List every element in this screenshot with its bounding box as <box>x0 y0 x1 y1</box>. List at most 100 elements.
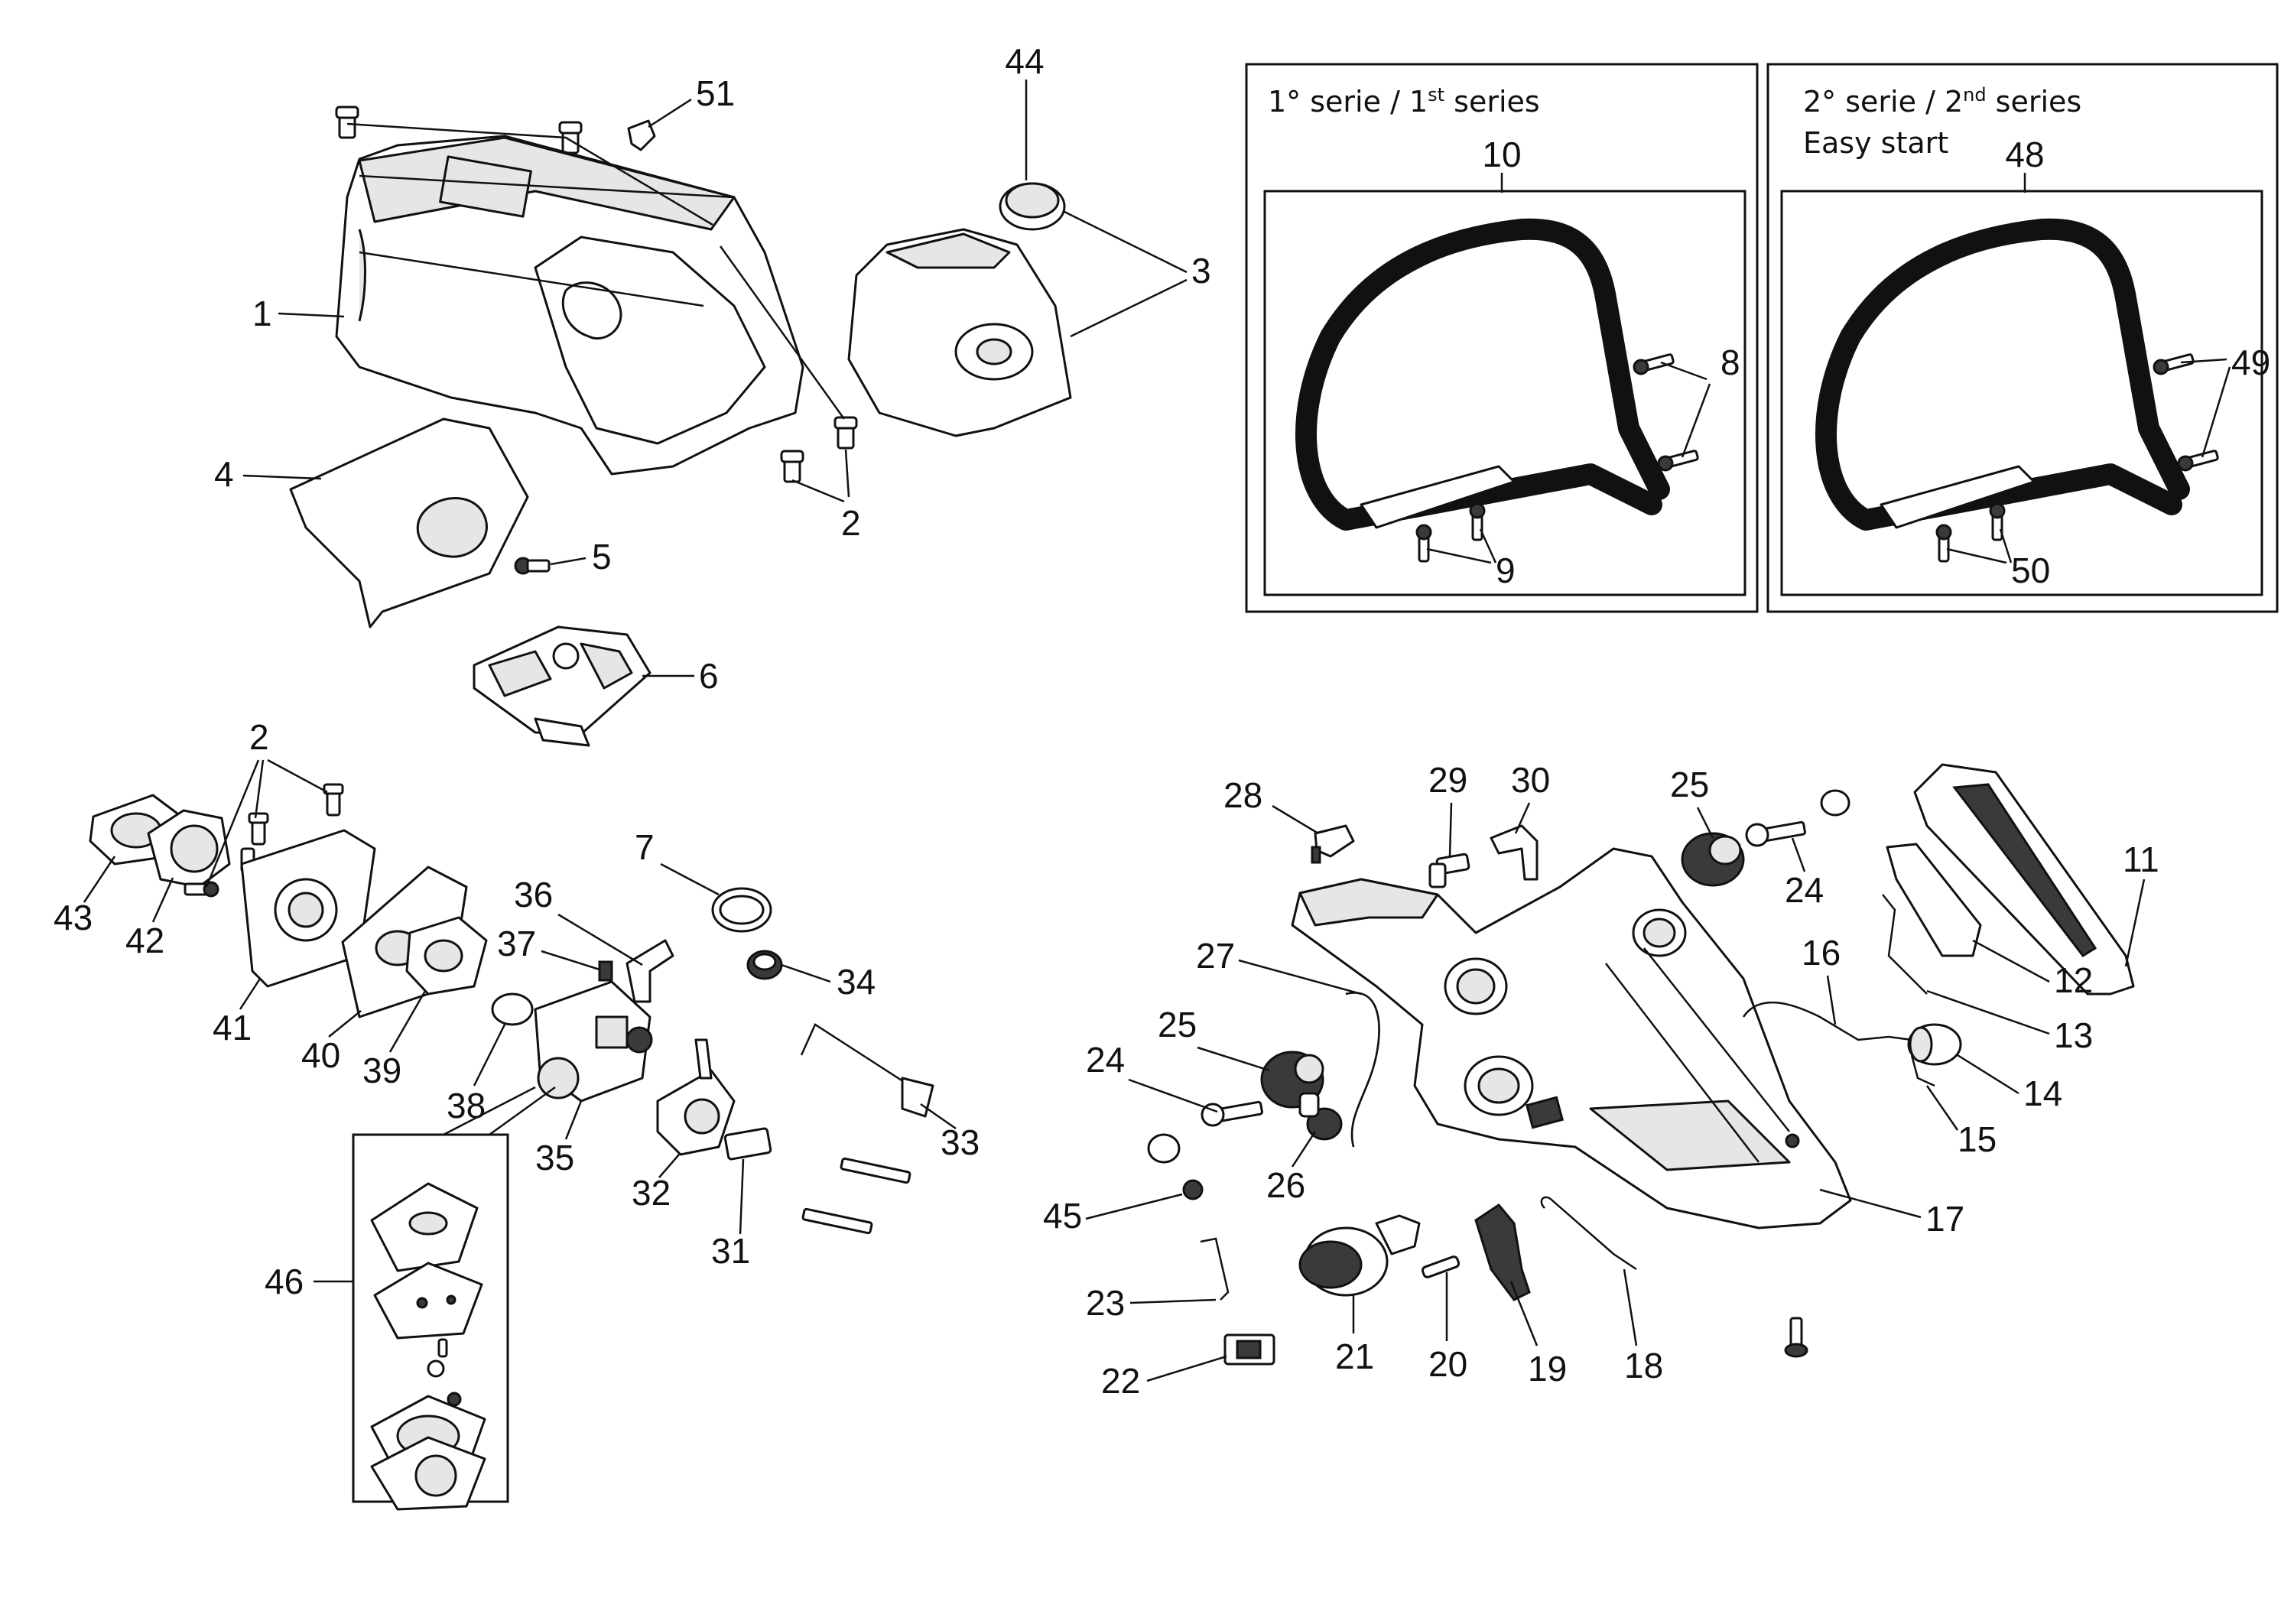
grommet-34 <box>746 950 783 980</box>
damper-25-upper <box>1681 832 1745 887</box>
trigger-12 <box>1886 843 1982 957</box>
heat-shield <box>289 417 529 628</box>
throttle-rod-33 <box>800 1023 934 1118</box>
rod-13 <box>1882 894 1928 995</box>
callout-33: 33 <box>941 1122 980 1162</box>
callout-23: 23 <box>1086 1283 1125 1323</box>
filter-31 <box>723 1127 772 1161</box>
callout-31: 31 <box>711 1231 750 1271</box>
ring-38 <box>491 992 534 1026</box>
bolt-29 <box>1428 853 1470 888</box>
callout-25-upper: 25 <box>1670 765 1709 804</box>
front-handle-48 <box>1815 218 2190 531</box>
callout-49: 49 <box>2231 343 2270 382</box>
callout-26: 26 <box>1266 1165 1305 1205</box>
callout-11: 11 <box>2123 840 2159 879</box>
callout-38: 38 <box>447 1086 486 1125</box>
series-box-1: 1° serie / 1st series 10 8 9 <box>1245 63 1759 613</box>
lever-19 <box>1474 1203 1531 1301</box>
bolt-24-lower <box>1201 1100 1263 1127</box>
top-cover-assembly <box>335 106 858 483</box>
callout-24-upper: 24 <box>1785 870 1824 910</box>
svg-text:2° serie / 2nd series: 2° serie / 2nd series <box>1803 84 2081 119</box>
callout-28: 28 <box>1223 775 1262 815</box>
callout-35: 35 <box>535 1138 574 1177</box>
clip-part <box>627 119 656 151</box>
callout-37: 37 <box>497 924 536 963</box>
callout-44: 44 <box>1005 41 1044 81</box>
callout-13: 13 <box>2054 1015 2093 1055</box>
callout-27: 27 <box>1196 936 1235 976</box>
callout-12: 12 <box>2054 960 2093 1000</box>
washer-part <box>1820 789 1850 817</box>
screw-icon <box>514 557 551 575</box>
callout-20: 20 <box>1428 1344 1467 1384</box>
hose-27 <box>1345 992 1380 1148</box>
primer-14 <box>1907 1023 1962 1066</box>
gasket-kit-46 <box>352 1133 509 1511</box>
callout-48: 48 <box>2005 135 2044 174</box>
callout-50: 50 <box>2011 551 2050 590</box>
callout-7: 7 <box>635 827 655 867</box>
fuel-pickup-32 <box>656 1038 736 1156</box>
fuel-cap-44 <box>999 182 1066 231</box>
screw-icon <box>184 783 344 898</box>
svg-text:1° serie / 1st series: 1° serie / 1st series <box>1268 84 1540 119</box>
bolt-24-upper <box>1745 820 1806 847</box>
plug-26 <box>1298 1092 1343 1141</box>
rear-cover-3 <box>847 228 1072 437</box>
screw-icon <box>1415 353 1699 563</box>
callout-29: 29 <box>1428 760 1467 800</box>
cap-small <box>1147 1133 1181 1164</box>
switch-22 <box>1223 1333 1275 1366</box>
screw-icon <box>801 1157 911 1235</box>
spring-18 <box>1540 1196 1637 1271</box>
callout-46: 46 <box>265 1262 304 1301</box>
callout-2-mid: 2 <box>249 717 269 757</box>
callout-43: 43 <box>54 898 93 937</box>
callout-3: 3 <box>1191 251 1211 291</box>
callout-39: 39 <box>362 1051 401 1090</box>
callout-1: 1 <box>252 294 272 333</box>
svg-text:Easy start: Easy start <box>1803 126 1948 160</box>
callout-9: 9 <box>1496 551 1516 590</box>
callout-5: 5 <box>592 537 612 577</box>
callout-42: 42 <box>125 921 164 960</box>
callout-32: 32 <box>632 1173 671 1213</box>
pin-20 <box>1421 1255 1461 1278</box>
spring-37 <box>598 960 613 982</box>
callout-51: 51 <box>696 73 735 113</box>
screw-45 <box>1182 1179 1204 1200</box>
callout-2-top: 2 <box>841 503 861 543</box>
callout-41: 41 <box>213 1008 252 1047</box>
callout-14: 14 <box>2023 1073 2062 1113</box>
oil-cap-21 <box>1298 1214 1421 1297</box>
callout-8: 8 <box>1720 343 1740 382</box>
callout-22: 22 <box>1101 1361 1140 1401</box>
rear-handle-assembly <box>1147 763 2135 1366</box>
wire-23 <box>1200 1237 1230 1301</box>
callout-19: 19 <box>1528 1349 1567 1389</box>
carburetor-35 <box>534 980 653 1103</box>
front-handle-10 <box>1295 218 1670 531</box>
callout-4: 4 <box>214 454 234 494</box>
callout-21: 21 <box>1335 1337 1374 1376</box>
callout-24-lower: 24 <box>1086 1040 1125 1080</box>
callout-16: 16 <box>1802 933 1841 973</box>
callout-45: 45 <box>1043 1196 1082 1236</box>
callout-36: 36 <box>514 875 553 914</box>
callout-25-lower: 25 <box>1158 1005 1197 1044</box>
screw-icon <box>1784 1317 1808 1358</box>
callout-15: 15 <box>1958 1119 1997 1159</box>
callout-17: 17 <box>1925 1199 1964 1239</box>
callout-10: 10 <box>1482 135 1521 174</box>
callout-40: 40 <box>301 1035 340 1075</box>
hose-30 <box>1490 824 1539 881</box>
screw-icon <box>1935 353 2219 563</box>
callout-6: 6 <box>699 656 719 696</box>
callouts: 1 51 44 3 2 4 5 6 2 43 42 41 40 39 38 36… <box>54 41 2159 1401</box>
cable-16 <box>1742 1001 1912 1041</box>
callout-34: 34 <box>837 962 876 1002</box>
connector-28 <box>1311 824 1355 864</box>
